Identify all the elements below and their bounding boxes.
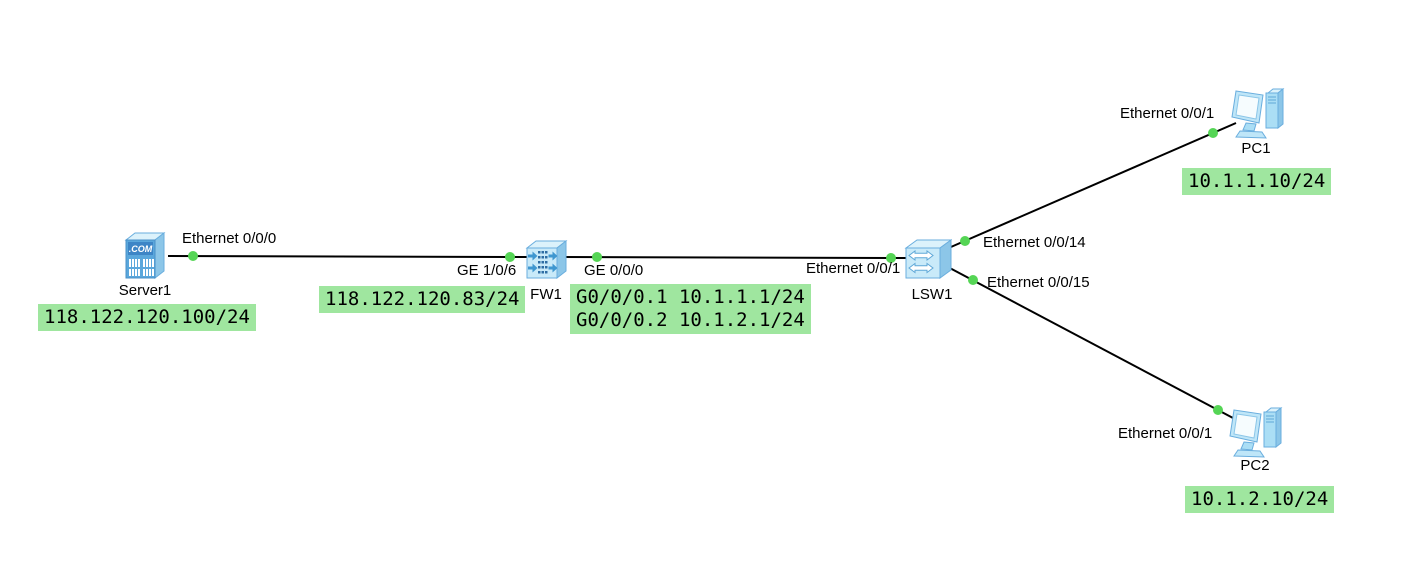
port-label-fw1-ge106: GE 1/0/6: [457, 262, 517, 279]
port-label-lsw1-eth001: Ethernet 0/0/1: [806, 260, 901, 277]
device-label-fw1: FW1: [530, 286, 562, 303]
annotation-server1-ip[interactable]: 118.122.120.100/24: [38, 304, 256, 331]
device-label-pc1: PC1: [1241, 140, 1271, 157]
pc-icon: [1231, 87, 1285, 139]
port-label-lsw1-eth0015: Ethernet 0/0/15: [987, 274, 1090, 291]
device-pc1[interactable]: [1230, 86, 1288, 146]
link-server1-fw1[interactable]: [167, 255, 531, 258]
annotation-fw1-subif-line1: G0/0/0.1 10.1.1.1/24: [576, 286, 805, 308]
port-label-lsw1-eth0014: Ethernet 0/0/14: [983, 234, 1086, 251]
device-lsw1[interactable]: [904, 238, 953, 286]
port-dot-lsw1-eth001: [886, 253, 896, 263]
port-label-fw1-ge000: GE 0/0/0: [584, 262, 644, 279]
port-dot-pc1-eth001: [1208, 128, 1218, 138]
port-dot-fw1-ge000: [592, 252, 602, 262]
device-server1[interactable]: .COM: [122, 231, 168, 284]
port-label-server1-eth000: Ethernet 0/0/0: [182, 230, 277, 247]
annotation-fw1-subif-line2: G0/0/0.2 10.1.2.1/24: [576, 309, 805, 331]
device-label-pc2: PC2: [1240, 457, 1270, 474]
device-label-server1: Server1: [118, 282, 172, 299]
server-icon-text: .COM: [129, 244, 153, 254]
port-dot-fw1-ge106: [505, 252, 515, 262]
port-dot-pc2-eth001: [1213, 405, 1223, 415]
port-label-pc1-eth001: Ethernet 0/0/1: [1120, 105, 1215, 122]
switch-icon: [904, 239, 953, 279]
annotation-fw1-wan-ip[interactable]: 118.122.120.83/24: [319, 286, 526, 313]
link-fw1-lsw1[interactable]: [561, 256, 911, 259]
annotation-pc2-ip[interactable]: 10.1.2.10/24: [1185, 486, 1335, 513]
link-lsw1-pc2[interactable]: [945, 265, 1234, 419]
device-fw1[interactable]: [524, 238, 569, 287]
pc-icon: [1229, 406, 1283, 458]
annotation-pc1-ip[interactable]: 10.1.1.10/24: [1182, 168, 1332, 195]
link-lsw1-pc1[interactable]: [943, 122, 1237, 251]
server-icon: .COM: [124, 231, 166, 280]
device-pc2[interactable]: [1228, 405, 1286, 465]
port-dot-lsw1-eth0014: [960, 236, 970, 246]
port-dot-lsw1-eth0015: [968, 275, 978, 285]
port-label-pc2-eth001: Ethernet 0/0/1: [1118, 425, 1213, 442]
port-dot-server1-eth000: [188, 251, 198, 261]
firewall-icon: [525, 239, 568, 280]
device-label-lsw1: LSW1: [911, 286, 953, 303]
